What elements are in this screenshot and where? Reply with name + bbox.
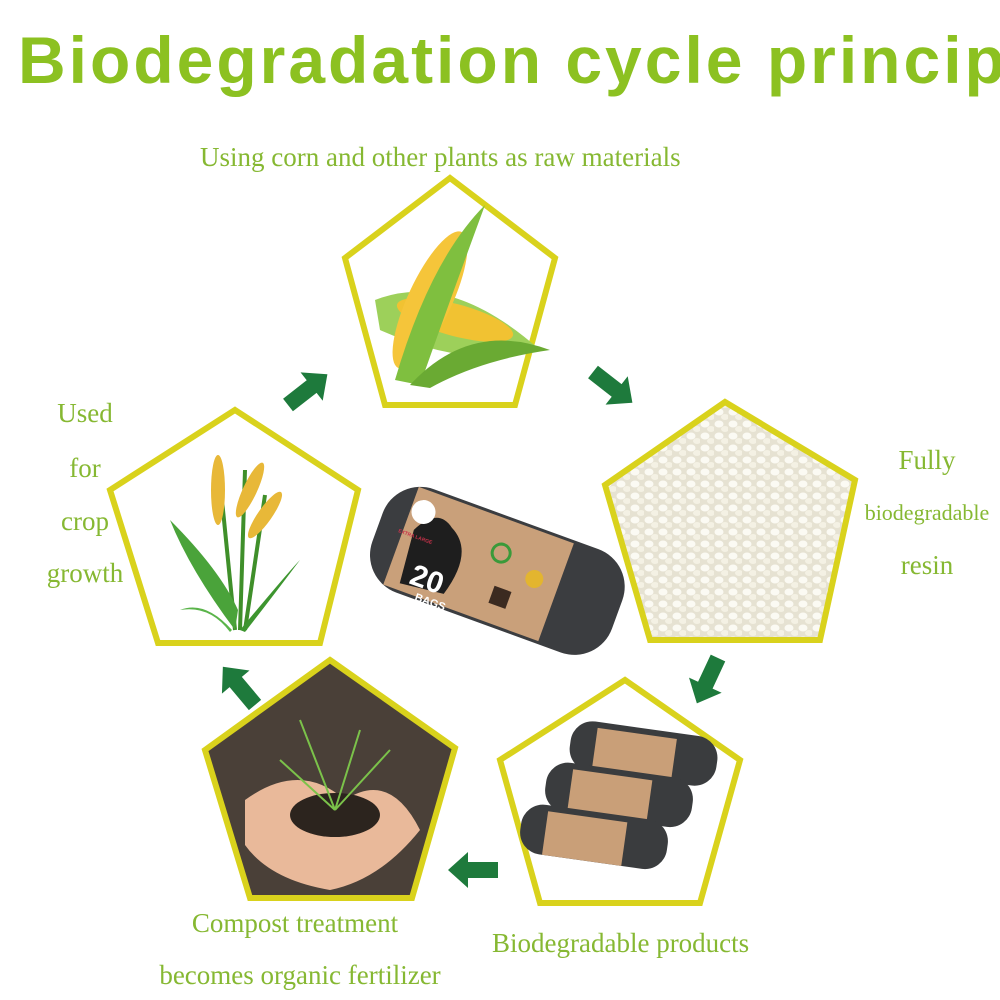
page-title: Biodegradation cycle principle bbox=[18, 23, 1000, 97]
arrow-up-left-icon bbox=[221, 666, 262, 711]
size-badge-circle bbox=[411, 500, 436, 525]
caption-crop-1: Used bbox=[57, 398, 113, 428]
compost-pentagon bbox=[201, 656, 459, 901]
caption-compost-2: becomes organic fertilizer bbox=[159, 960, 441, 990]
corn-icon bbox=[375, 205, 550, 388]
bag-rolls-icon bbox=[520, 721, 718, 870]
recycle-icon bbox=[490, 542, 512, 564]
arrow-left-icon bbox=[448, 852, 498, 888]
hands-soil-icon bbox=[245, 719, 420, 890]
bin-icon bbox=[488, 585, 512, 609]
corn-small-icon bbox=[525, 569, 544, 588]
caption-resin-1: Fully bbox=[898, 445, 956, 475]
caption-resin-2: biodegradable bbox=[864, 500, 990, 525]
caption-products: Biodegradable products bbox=[492, 928, 750, 958]
corn-pentagon bbox=[341, 174, 559, 408]
wheat-icon bbox=[170, 455, 300, 632]
caption-crop-3: crop bbox=[61, 506, 109, 536]
arrow-up-right-icon bbox=[283, 372, 328, 412]
caption-raw-materials: Using corn and other plants as raw mater… bbox=[200, 142, 681, 172]
resin-pentagon bbox=[601, 398, 859, 643]
caption-crop-4: growth bbox=[46, 558, 124, 588]
caption-resin-3: resin bbox=[900, 550, 954, 580]
center-bag-roll bbox=[369, 486, 625, 655]
products-pentagon bbox=[496, 676, 744, 906]
arrow-down-left-icon bbox=[689, 654, 726, 704]
crop-pentagon bbox=[106, 406, 362, 646]
arrow-down-right-icon bbox=[588, 365, 633, 405]
caption-compost-1: Compost treatment bbox=[191, 908, 399, 938]
caption-crop-2: for bbox=[69, 453, 101, 483]
